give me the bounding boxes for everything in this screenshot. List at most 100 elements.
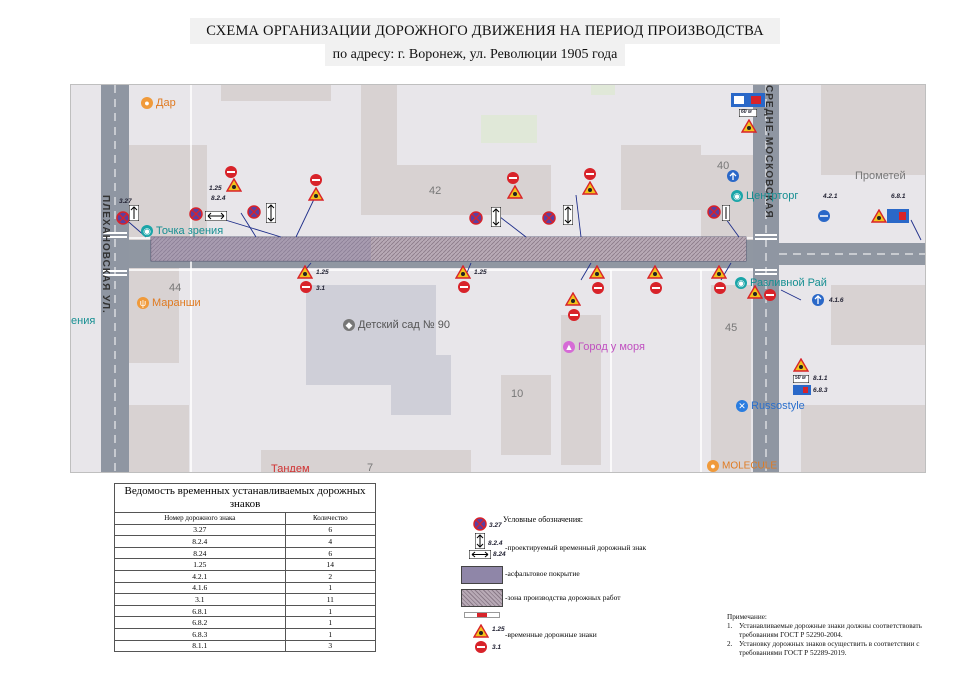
road-works-sign	[297, 265, 313, 279]
no-parking-sign	[707, 205, 721, 219]
poi-russostyle: ✕Russostyle	[736, 400, 805, 413]
info-plate-sign	[731, 93, 765, 107]
building-number: 10	[511, 388, 524, 400]
notes-title: Примечание:	[727, 613, 767, 621]
stop-sign	[225, 166, 237, 178]
building	[801, 405, 925, 472]
sign-code: 1.25	[474, 269, 487, 276]
page-title: СХЕМА ОРГАНИЗАЦИИ ДОРОЖНОГО ДВИЖЕНИЯ НА …	[190, 18, 780, 65]
arrow-plate-sign	[475, 533, 485, 549]
no-parking-sign	[473, 517, 487, 531]
sign-code: 4.2.1	[823, 193, 838, 200]
stop-sign	[592, 282, 604, 294]
lane-plate-sign	[793, 385, 811, 395]
building	[361, 85, 397, 165]
sign-code: 6.8.1	[891, 193, 906, 200]
shop-icon: ◉	[731, 190, 743, 203]
road-works-sign	[473, 624, 489, 638]
poi-dar: ●Дар	[141, 97, 176, 110]
building	[711, 285, 751, 472]
lane-plate-sign	[887, 209, 909, 223]
poi-tandem: Тандем	[271, 463, 310, 473]
clothes-icon: ✕	[736, 400, 748, 413]
sign-code: 3.27	[119, 198, 132, 205]
no-parking-sign	[247, 205, 261, 219]
street-label-plekhanovskaya: ПЛЕХАНОВСКАЯ УЛ.	[100, 195, 111, 314]
sign-code: 4.1.6	[829, 297, 844, 304]
shop-icon: ●	[707, 460, 719, 472]
school-icon: ◆	[343, 319, 355, 332]
road-works-sign	[871, 209, 887, 223]
legend-workzone-swatch	[461, 589, 503, 607]
stop-sign	[584, 168, 596, 180]
legend-code: 3.1	[492, 644, 502, 651]
sign-code: 3.1	[316, 285, 326, 292]
poi-centrtorg: ◉Центрторг	[731, 190, 798, 203]
legend-asphalt-swatch	[461, 566, 503, 584]
road-works-sign	[741, 119, 757, 133]
no-parking-sign	[189, 207, 203, 221]
road-works-sign	[507, 185, 523, 199]
arrow-plate-sign	[563, 205, 573, 225]
stop-sign	[568, 309, 580, 321]
road-works-sign	[793, 358, 809, 372]
arrow-plate-sign	[722, 205, 730, 221]
legend-code: 3.27	[489, 522, 502, 529]
sign-code: 8.2.4	[211, 195, 226, 202]
building	[701, 155, 753, 240]
mandatory-right-sign	[727, 170, 739, 182]
building	[821, 85, 925, 175]
building-number: 7	[367, 462, 374, 473]
notes-block: Примечание: 1.Устанавливаемые дорожные з…	[727, 613, 937, 658]
legend-item-temp-sign: -проектируемый временный дорожный знак	[505, 543, 647, 552]
no-parking-sign	[469, 211, 483, 225]
stop-sign	[475, 641, 487, 653]
road-works-sign	[647, 265, 663, 279]
sign-code: 8.1.1	[813, 375, 828, 382]
legend-title: Условные обозначения:	[503, 515, 584, 524]
legend-code: 8.24	[493, 551, 506, 558]
no-parking-sign	[542, 211, 556, 225]
map-drawing	[71, 85, 925, 472]
poi-molecule: ●MOLECULE	[707, 460, 777, 472]
work-zone-hatched	[371, 237, 746, 261]
poi-detsky-sad: ◆Детский сад № 90	[343, 319, 453, 332]
building-number: 40	[717, 160, 730, 172]
stop-sign	[300, 281, 312, 293]
legend-item-temp-signs: -временные дорожные знаки	[505, 630, 597, 639]
poi-razlivnoy-ray: ◉Разливной Рай	[735, 277, 827, 290]
building	[501, 375, 551, 455]
building	[129, 405, 189, 472]
direction-plate-sign	[129, 205, 139, 221]
legend-barrier-swatch	[464, 612, 500, 618]
stop-sign	[310, 174, 322, 186]
poi-partial: ения	[71, 315, 96, 327]
distance-plate-sign	[793, 375, 809, 383]
building	[621, 145, 701, 210]
sign-code: 1.25	[209, 185, 222, 192]
table-header-sign: Номер дорожного знака	[114, 512, 286, 525]
building	[831, 285, 925, 345]
arrow-plate-sign	[491, 207, 501, 227]
building-number: 45	[725, 322, 738, 334]
legend-item-workzone: -зона производства дорожных работ	[505, 593, 621, 602]
building	[261, 450, 471, 472]
stop-sign	[714, 282, 726, 294]
sign-code: 60 м	[741, 109, 752, 115]
table-header-qty: Количество	[284, 512, 377, 525]
legend-code: 1.25	[492, 626, 505, 633]
stop-sign	[764, 289, 776, 301]
building-number: 44	[169, 282, 182, 294]
